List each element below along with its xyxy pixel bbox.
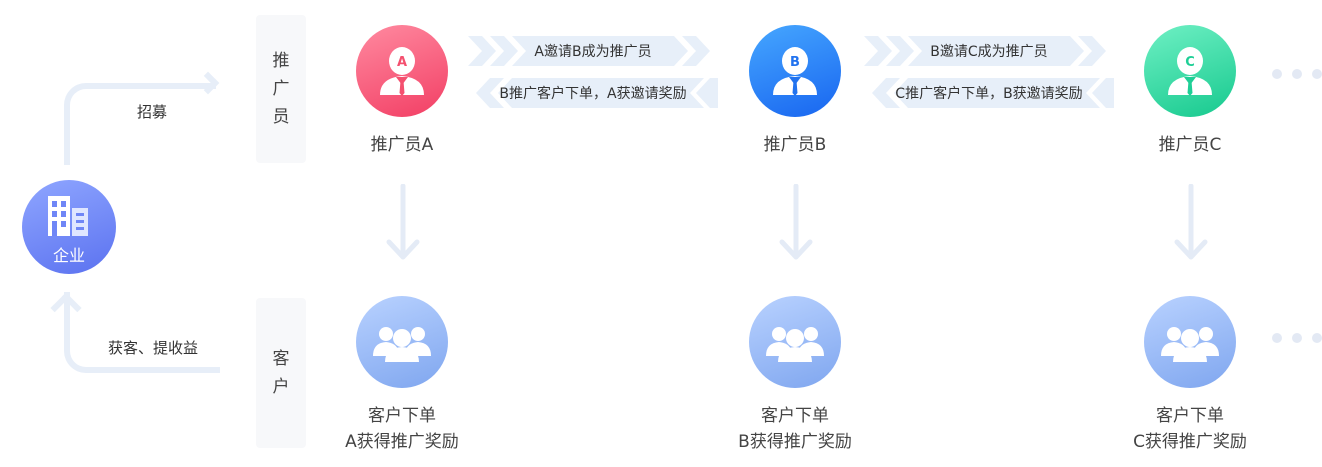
chevron-right-band [864,36,1106,66]
down-arrow-icon [386,184,420,260]
more-promoters-ellipsis-icon [1272,69,1322,79]
promoter-b-avatar: B [749,25,841,117]
down-arrow-icon [1174,184,1208,260]
user-group-icon [373,327,431,362]
invite-band-ab: A邀请B成为推广员 [468,36,718,66]
user-group-icon [766,327,824,362]
customer-card-char: 客 [272,349,290,369]
promoter-b-letter: B [790,55,800,70]
company-label: 企业 [52,246,85,265]
promoter-card-char: 推 [272,51,290,71]
customer-a-line1: 客户下单 [368,406,436,426]
promoter-row-card: 推 广 员 [256,15,306,163]
business-person-icon: A [380,47,424,96]
customer-c-line2: C获得推广奖励 [1133,432,1247,452]
promoter-card-char: 广 [272,79,290,99]
customer-card-char: 户 [272,377,290,397]
reward-band-ab: B推广客户下单，A获邀请奖励 [468,78,718,108]
building-icon [48,196,88,236]
return-connector [64,292,220,373]
customer-b-line2: B获得推广奖励 [738,432,852,452]
reward-band-bc: C推广客户下单，B获邀请奖励 [864,78,1114,108]
customer-row-card: 客 户 [256,298,306,448]
promoter-c-letter: C [1185,55,1195,70]
customer-b-node [749,296,841,388]
more-customers-ellipsis-icon [1272,333,1322,343]
chevron-left-band [872,78,1114,108]
promoter-a-caption: 推广员A [370,135,434,155]
business-person-icon: B [773,47,817,96]
customer-a-line2: A获得推广奖励 [345,432,459,452]
invite-bc-text: B邀请C成为推广员 [930,44,1048,60]
invite-band-bc: B邀请C成为推广员 [864,36,1114,66]
promoter-a-letter: A [397,55,407,70]
customer-a-caption: 客户下单 A获得推广奖励 [322,403,482,455]
promoter-a-avatar: A [356,25,448,117]
recruit-connector [64,83,216,165]
return-label: 获客、提收益 [108,339,199,357]
company-node: 企业 [22,180,116,274]
business-person-icon: C [1168,47,1212,96]
customer-a-node [356,296,448,388]
down-arrow-icon [779,184,813,260]
promoter-c-avatar: C [1144,25,1236,117]
chevron-left-band [476,78,718,108]
customer-b-line1: 客户下单 [761,406,829,426]
promoter-c-caption: 推广员C [1158,135,1222,155]
customer-c-caption: 客户下单 C获得推广奖励 [1110,403,1270,455]
promoter-card-char: 员 [272,107,290,127]
invite-ab-text: A邀请B成为推广员 [534,44,652,60]
customer-b-caption: 客户下单 B获得推广奖励 [715,403,875,455]
reward-bc-text: C推广客户下单，B获邀请奖励 [895,86,1083,102]
recruit-label: 招募 [137,103,168,121]
customer-c-node [1144,296,1236,388]
reward-ab-text: B推广客户下单，A获邀请奖励 [499,86,687,102]
customer-c-line1: 客户下单 [1156,406,1224,426]
promoter-b-caption: 推广员B [763,135,827,155]
chevron-right-band [468,36,710,66]
user-group-icon [1161,327,1219,362]
